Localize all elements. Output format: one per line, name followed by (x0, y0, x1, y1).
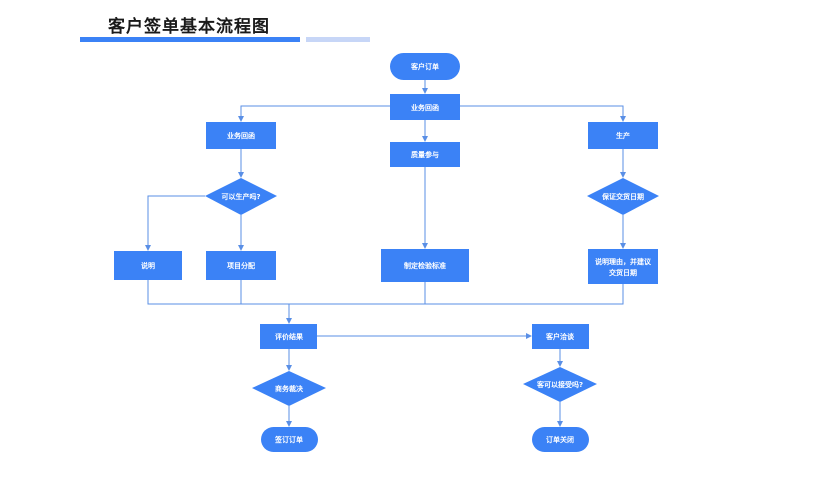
node-customer-order-label: 客户订单 (410, 62, 439, 71)
node-project-allocation-label: 项目分配 (227, 261, 255, 270)
node-project-allocation: 项目分配 (206, 251, 276, 280)
node-inspection-standard-label: 制定检验标准 (404, 261, 446, 270)
title-underline-accent (306, 37, 370, 42)
node-production: 生产 (588, 122, 658, 149)
edge-explain-down (147, 280, 289, 305)
node-sign-order: 签订订单 (261, 427, 318, 452)
node-evaluation-result-label: 评价结果 (275, 332, 303, 341)
node-explain: 说明 (114, 251, 182, 280)
node-quality-participation-label: 质量参与 (411, 150, 439, 159)
node-explain-reason-line2: 交货日期 (609, 268, 637, 277)
node-customer-order: 客户订单 (390, 53, 460, 80)
edge-standard-down (289, 282, 426, 305)
edge-can-produce-to-explain (145, 195, 205, 251)
node-order-closed-label: 订单关闭 (546, 435, 574, 444)
flow-edges (145, 80, 626, 427)
node-business-reply: 业务回函 (390, 94, 460, 120)
decision-can-accept: 客可以接受吗? (523, 367, 597, 402)
decision-can-accept-label: 客可以接受吗? (536, 380, 583, 389)
node-explain-reason: 说明理由，并建议 交货日期 (588, 249, 658, 284)
node-production-label: 生产 (616, 131, 630, 140)
node-business-reply-label: 业务回函 (411, 103, 439, 112)
edge-reason-down (425, 284, 624, 305)
node-business-reply-left: 业务回函 (206, 122, 276, 149)
decision-guarantee-delivery-label: 保证交货日期 (601, 192, 644, 201)
decision-business-decision-label: 商务裁决 (275, 384, 304, 393)
edge-reply-to-left (238, 105, 425, 122)
node-evaluation-result: 评价结果 (260, 324, 317, 349)
decision-can-produce: 可以生产吗? (205, 178, 277, 215)
node-business-reply-left-label: 业务回函 (227, 131, 255, 140)
page-title: 客户签单基本流程图 (108, 17, 270, 37)
decision-can-produce-label: 可以生产吗? (221, 192, 260, 201)
decision-business-decision: 商务裁决 (252, 371, 326, 406)
title-underline-bar (80, 37, 300, 42)
node-inspection-standard: 制定检验标准 (381, 249, 469, 282)
node-explain-reason-line1: 说明理由，并建议 (595, 257, 652, 266)
node-quality-participation: 质量参与 (390, 142, 460, 167)
node-sign-order-label: 签订订单 (274, 435, 303, 444)
node-order-closed: 订单关闭 (532, 427, 589, 452)
node-explain-label: 说明 (141, 261, 155, 270)
node-customer-negotiation: 客户洽谈 (532, 324, 589, 349)
decision-guarantee-delivery: 保证交货日期 (587, 178, 659, 215)
node-customer-negotiation-label: 客户洽谈 (545, 332, 575, 341)
edge-reply-to-right (425, 105, 626, 122)
